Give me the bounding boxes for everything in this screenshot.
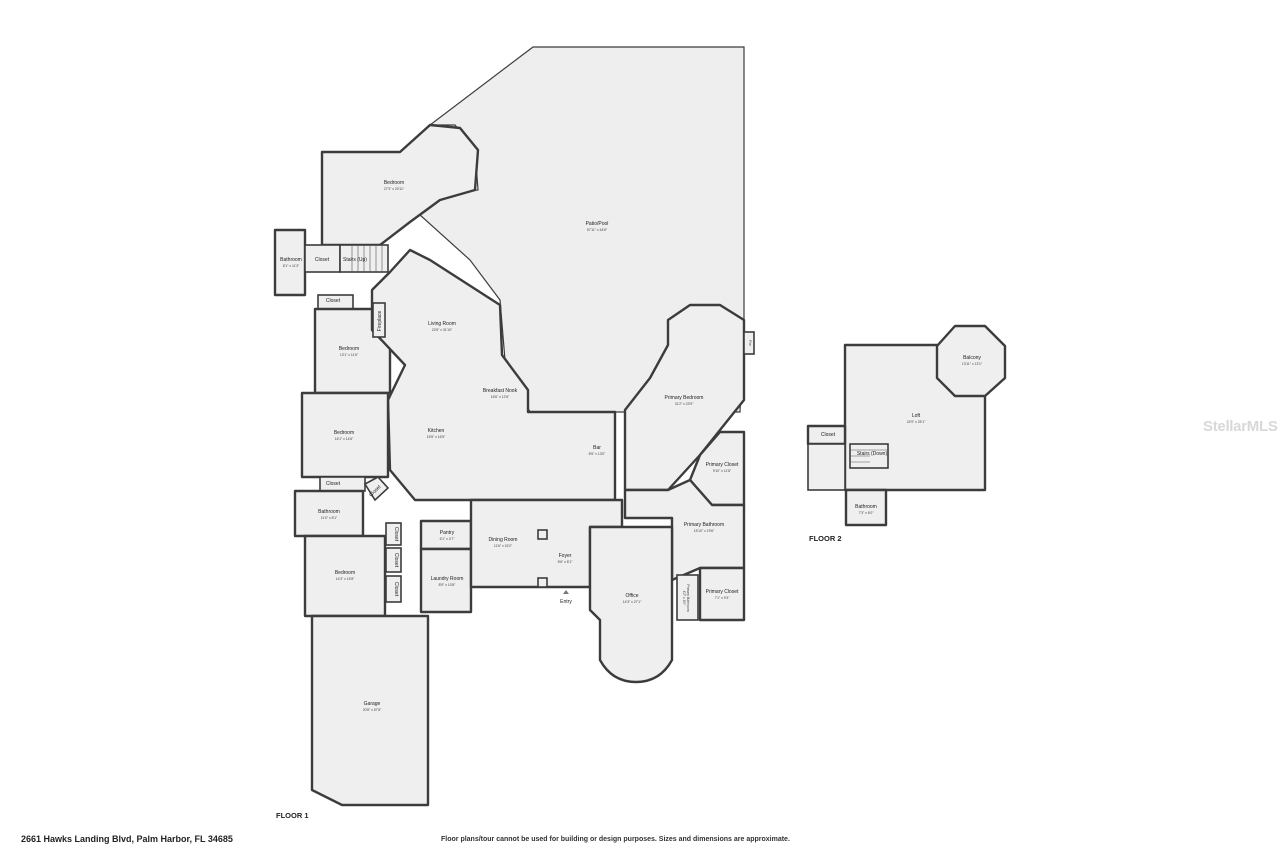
floor-1-plan [273, 46, 755, 807]
fireplace-label: Fireplace [377, 311, 383, 332]
balcony-label: Balcony [963, 355, 981, 361]
primary-bedroom-label: Primary Bedroom [665, 395, 704, 401]
primary-bathroom-small-room [676, 574, 699, 621]
balcony-dim: 13'11" x 13'1" [962, 362, 983, 366]
living-room-dim: 22'8" x 31'10" [432, 328, 453, 332]
floor2-closet-label: Closet [821, 432, 836, 438]
mid-closet-label: Closet [326, 481, 341, 487]
stairs-down-label: Stairs (Down) [857, 451, 888, 457]
laundry-room-dim: 8'9" x 10'8" [439, 583, 457, 587]
nw-closet-label: Closet [315, 257, 330, 263]
patio-label: Patio/Pool [586, 221, 609, 227]
primary-closet-2-dim: 7'1" x 9'3" [715, 596, 731, 600]
balcony-room [935, 324, 1007, 398]
garage-dim: 20'8" x 57'8" [363, 708, 382, 712]
primary-closet-2-label: Primary Closet [706, 589, 739, 595]
west-bathroom-dim: 11'0" x 8'1" [321, 516, 338, 520]
south-closet-3-label: Closet [393, 582, 399, 597]
primary-closet-1-label: Primary Closet [706, 462, 739, 468]
south-closet-1-room [385, 522, 402, 546]
loft-label: Loft [912, 413, 921, 419]
pantry-dim: 6'1" x 4'7" [440, 537, 456, 541]
west-bathroom-room [293, 489, 365, 538]
patio-dim: 57'11" x 44'8" [587, 228, 608, 232]
nw-bathroom-dim: 8'1" x 11'3" [283, 264, 300, 268]
primary-bathroom-label: Primary Bathroom [684, 522, 724, 528]
breakfast-nook-dim: 16'6" x 12'6" [491, 395, 510, 399]
southwest-bedroom-room [303, 534, 387, 618]
floor2-bathroom-dim: 7'3" x 6'0" [859, 511, 875, 515]
fire-element [743, 331, 755, 355]
south-closet-2-label: Closet [393, 553, 399, 568]
upper-bedroom-dim: 27'3" x 20'11" [384, 187, 405, 191]
floor2-bathroom-room [844, 488, 888, 527]
southwest-bedroom-dim: 14'3" x 15'8" [336, 577, 355, 581]
floor2-side-room [807, 443, 846, 491]
laundry-room-label: Laundry Room [431, 576, 464, 582]
kitchen-dim: 15'5" x 16'5" [427, 435, 446, 439]
south-closet-3-room [385, 575, 402, 603]
west-bedroom-2-label: Bedroom [334, 430, 354, 436]
dining-room-label: Dining Room [489, 537, 518, 543]
kitchen-label: Kitchen [428, 428, 445, 434]
foyer-dim: 8'6" x 8'1" [558, 560, 574, 564]
column-2 [537, 577, 548, 588]
pantry-label: Pantry [440, 530, 455, 536]
floor2-bathroom-label: Bathroom [855, 504, 877, 510]
foyer-label: Foyer [559, 553, 572, 559]
primary-bathroom-dim: 15'10" x 19'6" [694, 529, 715, 533]
south-closet-2-room [385, 547, 402, 573]
south-closet-1-label: Closet [393, 527, 399, 542]
stairs-steps [351, 245, 383, 272]
garage-room [310, 614, 430, 807]
floor-1-label: FLOOR 1 [276, 811, 309, 820]
southwest-bedroom-label: Bedroom [335, 570, 355, 576]
floor-2-plan [806, 324, 1007, 527]
office-label: Office [626, 593, 639, 599]
nw-bathroom-room [273, 228, 307, 297]
floor-2-label: FLOOR 2 [809, 534, 842, 543]
property-address: 2661 Hawks Landing Blvd, Palm Harbor, FL… [21, 834, 233, 844]
primary-closet-2-room [698, 566, 746, 622]
entry-marker [563, 590, 569, 594]
west-bathroom-label: Bathroom [318, 509, 340, 515]
nw-bathroom-label: Bathroom [280, 257, 302, 263]
office-dim: 14'3" x 27'1" [623, 600, 642, 604]
fireplace-element [372, 302, 386, 338]
west-bedroom-2-dim: 16'1" x 14'6" [335, 437, 354, 441]
upper-bedroom-label: Bedroom [384, 180, 404, 186]
stairs-up-label: Stairs (Up) [343, 257, 367, 263]
diagonal-closet-room [363, 475, 390, 502]
west-bedroom-1-label: Bedroom [339, 346, 359, 352]
office-room [588, 525, 674, 684]
watermark-text: StellarMLS [1203, 418, 1278, 435]
column-1 [537, 529, 548, 540]
primary-bathroom-small-dim: 4'2" x 8'0" [682, 591, 686, 607]
west-bedroom-1-dim: 13'1" x 11'6" [340, 353, 359, 357]
fire-label: Fire [748, 340, 752, 346]
primary-closet-1-dim: 9'10" x 11'8" [713, 469, 732, 473]
primary-bathroom-small-label: Primary Bathroom [686, 584, 690, 611]
stairs-down-steps [850, 449, 888, 463]
primary-bedroom-dim: 31'2" x 23'9" [675, 402, 694, 406]
entry-label: Entry [560, 599, 572, 605]
bar-label: Bar [593, 445, 601, 451]
west-closet-label: Closet [326, 298, 341, 304]
dining-room-dim: 11'6" x 15'2" [494, 544, 513, 548]
loft-dim: 24'9" x 25'1" [907, 420, 926, 424]
bar-dim: 8'5" x 13'0" [589, 452, 607, 456]
living-room-label: Living Room [428, 321, 456, 327]
disclaimer-text: Floor plans/tour cannot be used for buil… [441, 836, 790, 843]
room-labels: Bedroom 27'3" x 20'11" Patio/Pool 57'11"… [280, 180, 983, 712]
garage-label: Garage [364, 701, 381, 707]
breakfast-nook-label: Breakfast Nook [483, 388, 518, 394]
